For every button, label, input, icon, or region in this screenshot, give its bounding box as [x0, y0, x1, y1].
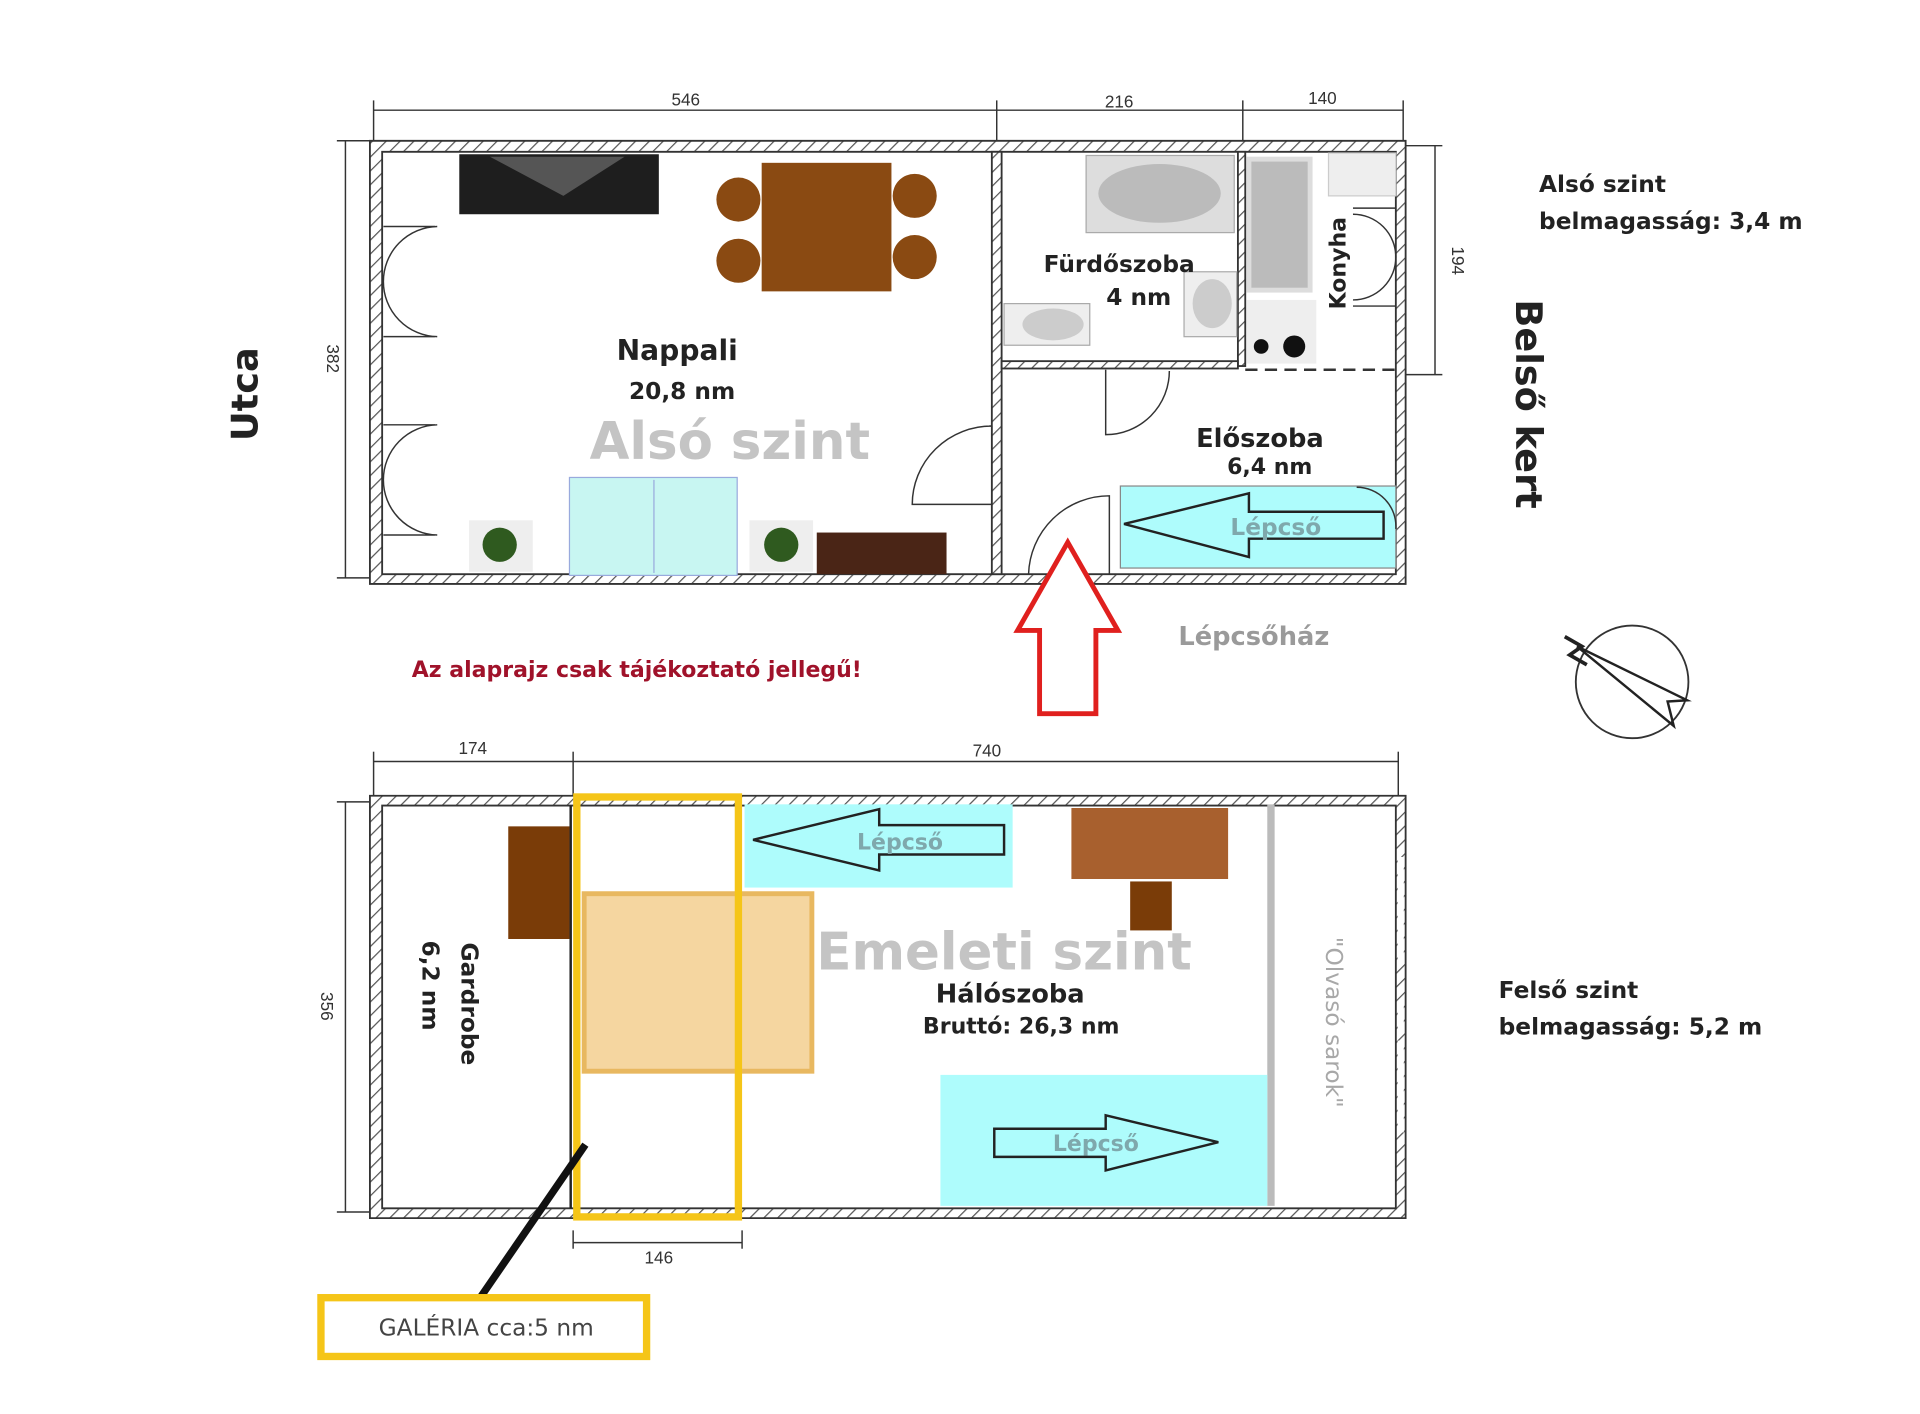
desk-chair [1130, 881, 1172, 931]
stairs-arrow [752, 807, 1006, 872]
dimension-740: 740 [973, 741, 1002, 761]
plant-icon [469, 520, 533, 572]
room-name-wardrobe: Gardrobe [456, 943, 483, 1066]
dimension-216: 216 [1105, 92, 1134, 112]
street-label: Utca [223, 347, 266, 441]
dimension-356: 356 [317, 992, 337, 1021]
room-area-bathroom: 4 nm [1106, 284, 1171, 311]
fridge [1327, 152, 1397, 197]
outer-walls [368, 139, 1407, 585]
compass-icon [1563, 624, 1692, 740]
room-name-bedroom: Hálószoba [936, 980, 1085, 1010]
lower-floor-plan: 546 216 140 382 194 [323, 88, 1468, 717]
dimension-382: 382 [323, 344, 343, 373]
room-name-living: Nappali [617, 334, 738, 367]
plant-icon [749, 520, 814, 572]
room-area-bedroom: Bruttó: 26,3 nm [923, 1014, 1120, 1039]
lower-floor-info-title: Alsó szint [1539, 171, 1666, 198]
disclaimer-note: Az alaprajz csak tájékoztató jellegű! [412, 658, 862, 683]
dimension-146: 146 [645, 1247, 674, 1267]
dimension-194: 194 [1448, 246, 1468, 275]
balcony-door [382, 225, 438, 536]
room-area-hall: 6,4 nm [1227, 455, 1312, 480]
stairs-arrow [993, 1113, 1219, 1172]
room-area-wardrobe: 6,2 nm [417, 940, 444, 1030]
chair [892, 173, 937, 218]
kitchen-door [1352, 207, 1397, 307]
dimension-lines [336, 100, 1443, 579]
stairs-arrow [1123, 491, 1385, 559]
gallery-label-box [317, 1294, 651, 1361]
chair [716, 238, 761, 283]
stairs-label: Lépcső [857, 831, 943, 856]
gallery-label: GALÉRIA cca:5 nm [379, 1314, 594, 1342]
desk [1071, 808, 1229, 880]
stairs-label: Lépcső [1053, 1132, 1139, 1157]
bed [581, 891, 815, 1074]
cabinet [816, 532, 947, 575]
garden-label: Belső kert [1507, 299, 1550, 508]
bathroom-door [1104, 369, 1171, 436]
stairs-label: Lépcső [1230, 514, 1321, 541]
living-room-door [911, 425, 993, 506]
floor-watermark-lower: Alsó szint [590, 412, 871, 472]
chair [892, 235, 937, 280]
upper-floor-info-height: belmagasság: 5,2 m [1499, 1013, 1763, 1040]
upper-floor-plan: 174 740 356 146 Lépcső Lépcső GALÉRIA cc… [317, 738, 1407, 1361]
tv-screen [489, 156, 625, 196]
dimension-174: 174 [458, 738, 487, 758]
floor-watermark-upper: Emeleti szint [816, 923, 1191, 983]
upper-floor-info-title: Felső szint [1499, 977, 1639, 1004]
dimension-546: 546 [671, 89, 700, 109]
room-name-bathroom: Fürdőszoba [1044, 251, 1195, 278]
room-name-reading-corner: "Olvasó sarok" [1320, 937, 1347, 1108]
gallery-pointer [474, 1142, 589, 1304]
bath-hall-wall [1000, 360, 1239, 370]
stairs-area [1119, 485, 1397, 569]
dining-table [761, 162, 892, 292]
kitchen-counter [1246, 156, 1313, 293]
partition-wall [990, 150, 1003, 576]
room-name-kitchen: Konyha [1327, 217, 1352, 309]
room-name-hall: Előszoba [1196, 424, 1324, 454]
chair [716, 177, 761, 222]
stairwell-label: Lépcsőház [1178, 622, 1329, 652]
dimension-lines [336, 751, 1400, 1249]
outer-walls [368, 794, 1407, 1220]
gallery-outline [573, 793, 743, 1221]
stove [1246, 299, 1317, 364]
lower-floor-info-height: belmagasság: 3,4 m [1539, 208, 1803, 235]
wardrobe-cabinet [508, 826, 570, 939]
room-area-living: 20,8 nm [629, 378, 735, 405]
entrance-door [1027, 495, 1111, 575]
bath-kitchen-wall [1236, 150, 1247, 367]
entrance-arrow-icon [1013, 537, 1123, 717]
dimension-140: 140 [1308, 88, 1337, 108]
